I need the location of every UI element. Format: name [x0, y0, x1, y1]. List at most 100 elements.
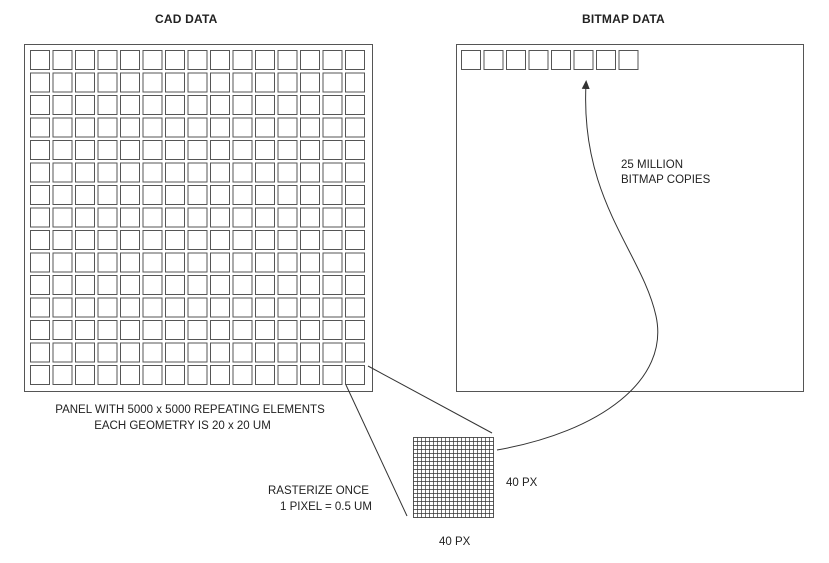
- cad-element: [277, 72, 298, 93]
- cad-element: [165, 185, 185, 205]
- cad-element: [52, 95, 73, 115]
- cad-element: [165, 95, 185, 115]
- cad-element: [210, 185, 230, 205]
- cad-element: [52, 140, 73, 160]
- cad-data-title: CAD DATA: [155, 12, 218, 26]
- copy-arrow: [496, 80, 659, 451]
- cad-element: [255, 320, 275, 340]
- cad-element: [142, 320, 163, 340]
- cad-element: [255, 297, 275, 318]
- cad-panel-frame: [24, 44, 373, 392]
- cad-element: [30, 117, 50, 138]
- cad-element: [232, 320, 253, 340]
- cad-element: [322, 207, 343, 228]
- cad-element: [277, 140, 298, 160]
- cad-element: [30, 365, 50, 385]
- cad-element: [300, 50, 320, 70]
- cad-element: [120, 275, 140, 295]
- cad-element: [277, 50, 298, 70]
- cad-element: [52, 185, 73, 205]
- cad-element: [210, 95, 230, 115]
- cad-element: [75, 252, 95, 273]
- cad-element: [345, 95, 365, 115]
- cad-element: [277, 185, 298, 205]
- cad-element: [52, 50, 73, 70]
- cad-element: [142, 297, 163, 318]
- cad-element: [120, 320, 140, 340]
- cad-element: [345, 140, 365, 160]
- cad-element: [75, 275, 95, 295]
- cad-element: [30, 275, 50, 295]
- cad-element: [322, 230, 343, 250]
- cad-element: [210, 342, 230, 363]
- cad-element: [165, 140, 185, 160]
- cad-element: [187, 95, 208, 115]
- cad-element: [187, 230, 208, 250]
- cad-element: [30, 140, 50, 160]
- cad-element: [142, 117, 163, 138]
- cad-element: [97, 365, 118, 385]
- cad-element: [120, 365, 140, 385]
- bitmap-copy: [573, 50, 594, 70]
- cad-element: [232, 50, 253, 70]
- cad-element: [322, 117, 343, 138]
- cad-element: [30, 320, 50, 340]
- cad-element: [30, 95, 50, 115]
- cad-element: [232, 207, 253, 228]
- cad-element: [255, 207, 275, 228]
- cad-element: [142, 95, 163, 115]
- cad-element: [210, 365, 230, 385]
- cad-element: [52, 162, 73, 183]
- cad-element: [120, 207, 140, 228]
- cad-element: [255, 275, 275, 295]
- cad-element: [300, 207, 320, 228]
- cad-element: [232, 275, 253, 295]
- cad-element: [165, 207, 185, 228]
- cad-element: [322, 140, 343, 160]
- cad-element: [187, 252, 208, 273]
- cad-element: [97, 117, 118, 138]
- cad-element: [255, 185, 275, 205]
- cad-element-grid: [30, 50, 365, 385]
- cad-element: [277, 95, 298, 115]
- cad-element: [120, 95, 140, 115]
- cad-element: [232, 162, 253, 183]
- cad-element: [165, 162, 185, 183]
- cad-element: [120, 252, 140, 273]
- bitmap-copies-line1: 25 MILLION: [621, 159, 683, 171]
- cad-element: [277, 365, 298, 385]
- cad-element: [277, 320, 298, 340]
- cad-element: [345, 275, 365, 295]
- cad-element: [187, 185, 208, 205]
- cad-element: [232, 252, 253, 273]
- cad-element: [165, 50, 185, 70]
- cad-element: [142, 365, 163, 385]
- cad-element: [187, 365, 208, 385]
- cad-element: [187, 275, 208, 295]
- cad-element: [300, 297, 320, 318]
- cad-element: [300, 275, 320, 295]
- cad-element: [345, 320, 365, 340]
- cad-element: [97, 50, 118, 70]
- cad-element: [300, 95, 320, 115]
- cad-element: [210, 320, 230, 340]
- cad-element: [75, 230, 95, 250]
- cad-element: [300, 117, 320, 138]
- bitmap-copy: [483, 50, 504, 70]
- cad-element: [52, 207, 73, 228]
- cad-element: [97, 230, 118, 250]
- cad-element: [345, 117, 365, 138]
- cad-element: [187, 297, 208, 318]
- cad-element: [232, 342, 253, 363]
- cad-element: [30, 72, 50, 93]
- cad-element: [255, 365, 275, 385]
- cad-element: [97, 297, 118, 318]
- cad-element: [187, 342, 208, 363]
- bitmap-copy: [506, 50, 526, 70]
- cad-element: [75, 185, 95, 205]
- cad-element: [120, 162, 140, 183]
- cad-element: [187, 50, 208, 70]
- cad-element: [142, 185, 163, 205]
- cad-element: [255, 140, 275, 160]
